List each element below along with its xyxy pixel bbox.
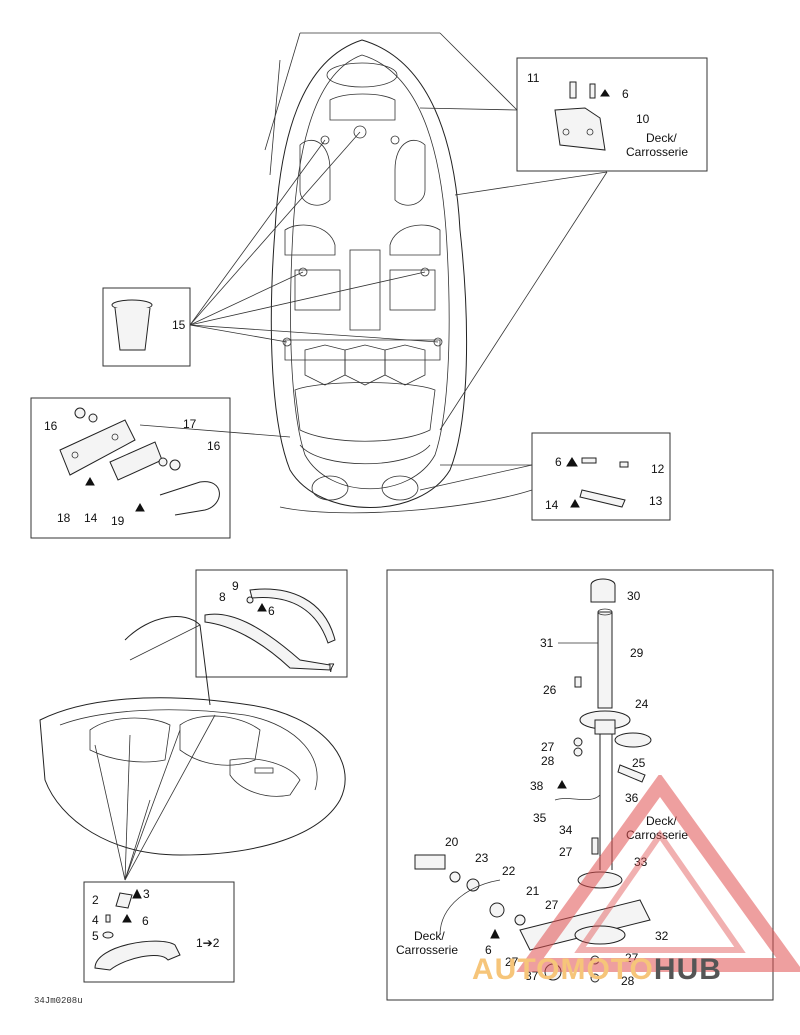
callout-27: 27 bbox=[545, 898, 559, 912]
callout-35: 35 bbox=[533, 811, 547, 825]
callout-38: 38 bbox=[530, 779, 544, 793]
callout-23: 23 bbox=[475, 851, 489, 865]
callout-16: 16 bbox=[207, 439, 221, 453]
callout-18: 18 bbox=[57, 511, 71, 525]
callout-25: 25 bbox=[632, 756, 646, 770]
deck-label-3: Deck/ bbox=[414, 929, 445, 943]
watermark-logo bbox=[516, 775, 800, 972]
carrosserie-label-2: Carrosserie bbox=[626, 828, 688, 842]
callout-16: 16 bbox=[44, 419, 58, 433]
callout-labels: 11 6 10 Deck/ Carrosserie 15 16 17 16 18… bbox=[44, 71, 688, 988]
callout-6: 6 bbox=[555, 455, 562, 469]
watermark-part-2: MOTO bbox=[560, 953, 654, 986]
callout-13: 13 bbox=[649, 494, 663, 508]
callout-29: 29 bbox=[630, 646, 644, 660]
callout-8: 8 bbox=[219, 590, 226, 604]
callout-4: 4 bbox=[92, 913, 99, 927]
callout-31: 31 bbox=[540, 636, 554, 650]
callout-12: 12 bbox=[651, 462, 665, 476]
leader-lines-top bbox=[139, 32, 608, 514]
callout-14: 14 bbox=[545, 498, 559, 512]
callout-11: 11 bbox=[527, 71, 540, 85]
callout-10: 10 bbox=[636, 112, 650, 126]
callout-34: 34 bbox=[559, 823, 573, 837]
carrosserie-label: Carrosserie bbox=[626, 145, 688, 159]
document-reference: 34Jm0208u bbox=[34, 996, 83, 1006]
callout-2: 2 bbox=[92, 893, 99, 907]
callout-28: 28 bbox=[621, 974, 635, 988]
deck-top-view bbox=[270, 39, 468, 508]
callout-36: 36 bbox=[625, 791, 639, 805]
callout-14: 14 bbox=[84, 511, 98, 525]
callout-7: 7 bbox=[328, 661, 335, 675]
callout-6: 6 bbox=[142, 914, 149, 928]
callout-28: 28 bbox=[541, 754, 555, 768]
watermark-part-1: AUTO bbox=[472, 953, 561, 986]
watermark-text: AUTOMOTOHUB bbox=[472, 953, 722, 987]
callout-17: 17 bbox=[183, 417, 197, 431]
callout-24: 24 bbox=[635, 697, 649, 711]
callout-19: 19 bbox=[111, 514, 125, 528]
callout-20: 20 bbox=[445, 835, 459, 849]
carrosserie-label-3: Carrosserie bbox=[396, 943, 458, 957]
callout-22: 22 bbox=[502, 864, 516, 878]
box-bracket bbox=[531, 432, 671, 521]
deck-label: Deck/ bbox=[646, 131, 677, 145]
callout-9: 9 bbox=[232, 579, 239, 593]
callout-33: 33 bbox=[634, 855, 648, 869]
note-1-2: 1➔2 bbox=[196, 936, 220, 950]
box-plates bbox=[30, 397, 231, 539]
callout-37: 37 bbox=[525, 969, 539, 983]
callout-21: 21 bbox=[526, 884, 540, 898]
callout-32: 32 bbox=[655, 929, 669, 943]
callout-15: 15 bbox=[172, 318, 186, 332]
box-grab-handle bbox=[195, 569, 348, 678]
callout-6: 6 bbox=[485, 943, 492, 957]
callout-27: 27 bbox=[559, 845, 573, 859]
watermark-part-3: HUB bbox=[653, 953, 722, 986]
callout-30: 30 bbox=[627, 589, 641, 603]
boat-side-view bbox=[39, 616, 346, 881]
box-deck-bracket bbox=[516, 57, 708, 172]
callout-26: 26 bbox=[543, 683, 557, 697]
callout-6: 6 bbox=[268, 604, 275, 618]
deck-label-2: Deck/ bbox=[646, 814, 677, 828]
callout-6: 6 bbox=[622, 87, 629, 101]
box-plug bbox=[102, 287, 191, 367]
box-small-handle bbox=[83, 881, 235, 983]
callout-5: 5 bbox=[92, 929, 99, 943]
callout-27: 27 bbox=[541, 740, 555, 754]
callout-3: 3 bbox=[143, 887, 150, 901]
callout-27: 27 bbox=[505, 955, 519, 969]
